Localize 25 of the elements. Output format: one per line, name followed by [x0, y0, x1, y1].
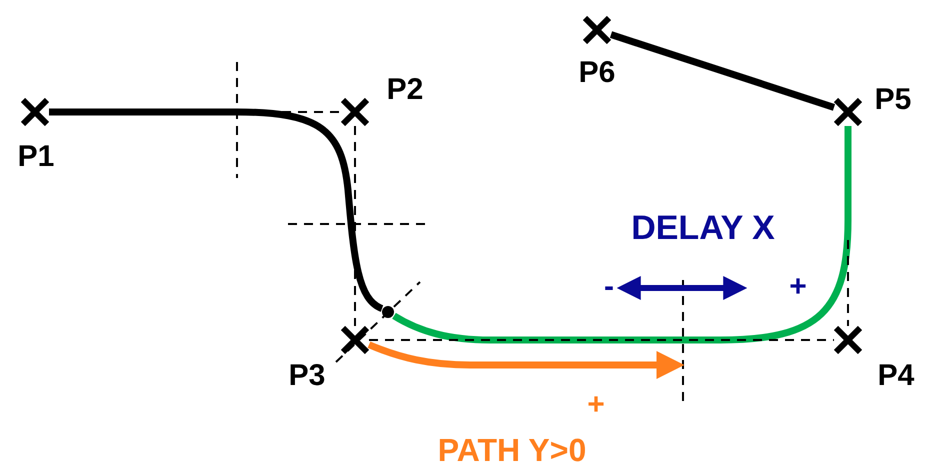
point-label: P5 — [874, 85, 912, 115]
point-marker — [341, 326, 369, 354]
point-label: P3 — [288, 361, 326, 391]
point-label: P6 — [578, 58, 616, 88]
point-marker — [21, 98, 49, 126]
axis-label: PATH Y>0 — [438, 434, 586, 466]
point-label: P4 — [878, 361, 914, 391]
point-marker — [834, 326, 862, 354]
point-marker — [834, 98, 862, 126]
sign-label: + — [789, 272, 807, 302]
guide-line — [369, 339, 834, 341]
guide-line — [354, 126, 356, 326]
junction-dot — [382, 306, 394, 318]
sign-label: + — [587, 390, 605, 420]
path-curve — [49, 108, 384, 312]
point-label: P2 — [386, 75, 424, 105]
point-marker — [341, 98, 369, 126]
sign-label: - — [604, 272, 614, 302]
axis-label: DELAY X — [631, 211, 775, 245]
point-marker — [583, 16, 611, 44]
point-label: P1 — [18, 142, 54, 172]
arrow — [368, 341, 684, 379]
path-curve — [610, 31, 836, 111]
path-curve — [392, 126, 852, 344]
guide-line — [847, 240, 849, 326]
